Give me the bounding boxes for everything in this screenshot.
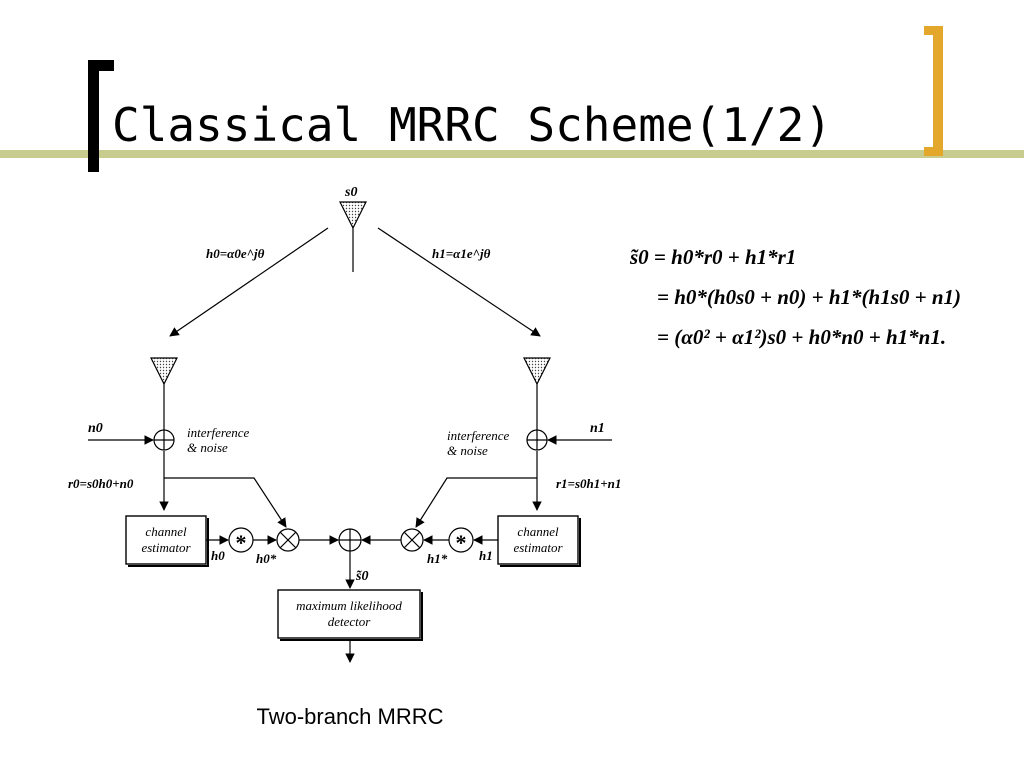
interference-right-line2: & noise: [447, 443, 488, 458]
h0-channel-label: h0=α0e^jθ: [206, 246, 265, 261]
combiner-summer: [338, 528, 362, 552]
rx-antenna-left: [150, 357, 178, 430]
left-bracket-vertical: [88, 60, 99, 172]
h1-out-label: h1: [479, 548, 493, 563]
interference-right-line1: interference: [447, 428, 510, 443]
equation-block: s̃0 = h0*r0 + h1*r1 = h0*(h0s0 + n0) + h…: [629, 245, 961, 349]
ml-detector-line2: detector: [328, 614, 372, 629]
chan-est-left-line2: estimator: [141, 540, 191, 555]
h1-channel-label: h1=α1e^jθ: [432, 246, 491, 261]
right-bracket-top: [924, 26, 943, 35]
svg-text:*: *: [456, 530, 467, 555]
slide-title: Classical MRRC Scheme(1/2): [112, 98, 833, 152]
right-bracket-bottom: [924, 147, 943, 156]
noise-left-label: n0: [88, 421, 103, 436]
rx-antenna-right: [523, 357, 551, 430]
interference-left-line2: & noise: [187, 440, 228, 455]
equation-line-3: = (α0² + α1²)s0 + h0*n0 + h1*n1.: [657, 325, 946, 349]
channel-estimator-left: [125, 515, 207, 565]
r0-label: r0=s0h0+n0: [68, 476, 134, 491]
channel-h0-arrow: [169, 227, 329, 337]
r1-to-mult: [415, 477, 537, 528]
chan-est-right-line2: estimator: [513, 540, 563, 555]
noise-summer-right: [526, 429, 548, 451]
h0-conj-label: h0*: [256, 551, 277, 566]
tx-antenna: [339, 201, 367, 272]
mrrc-diagram: s0 h0=α0e^jθ h1=α1e^jθ n0 n1 interferenc…: [68, 185, 961, 663]
channel-h1-arrow: [377, 227, 541, 337]
h0-out-label: h0: [211, 548, 225, 563]
figure-caption: Two-branch MRRC: [256, 704, 444, 729]
left-bracket-top: [88, 60, 114, 71]
chan-est-right-line1: channel: [517, 524, 559, 539]
tx-label: s0: [344, 185, 357, 200]
equation-line-1: s̃0 = h0*r0 + h1*r1: [629, 245, 796, 269]
conjugate-left: *: [228, 527, 254, 555]
conjugate-right: *: [448, 527, 474, 555]
r0-to-mult: [164, 477, 287, 528]
noise-right-label: n1: [590, 421, 605, 436]
chan-est-left-line1: channel: [145, 524, 187, 539]
multiplier-left: [276, 528, 300, 552]
combined-signal-label: s̃0: [355, 569, 368, 584]
svg-text:*: *: [236, 530, 247, 555]
ml-detector: [277, 589, 421, 639]
right-bracket-vertical: [933, 26, 943, 156]
multiplier-right: [400, 528, 424, 552]
ml-detector-line1: maximum likelihood: [296, 598, 402, 613]
title-underline-bar: [0, 150, 1024, 158]
interference-left-line1: interference: [187, 425, 250, 440]
noise-summer-left: [153, 429, 175, 451]
r1-label: r1=s0h1+n1: [556, 476, 621, 491]
equation-line-2: = h0*(h0s0 + n0) + h1*(h1s0 + n1): [657, 285, 961, 309]
channel-estimator-right: [497, 515, 579, 565]
h1-conj-label: h1*: [427, 551, 448, 566]
